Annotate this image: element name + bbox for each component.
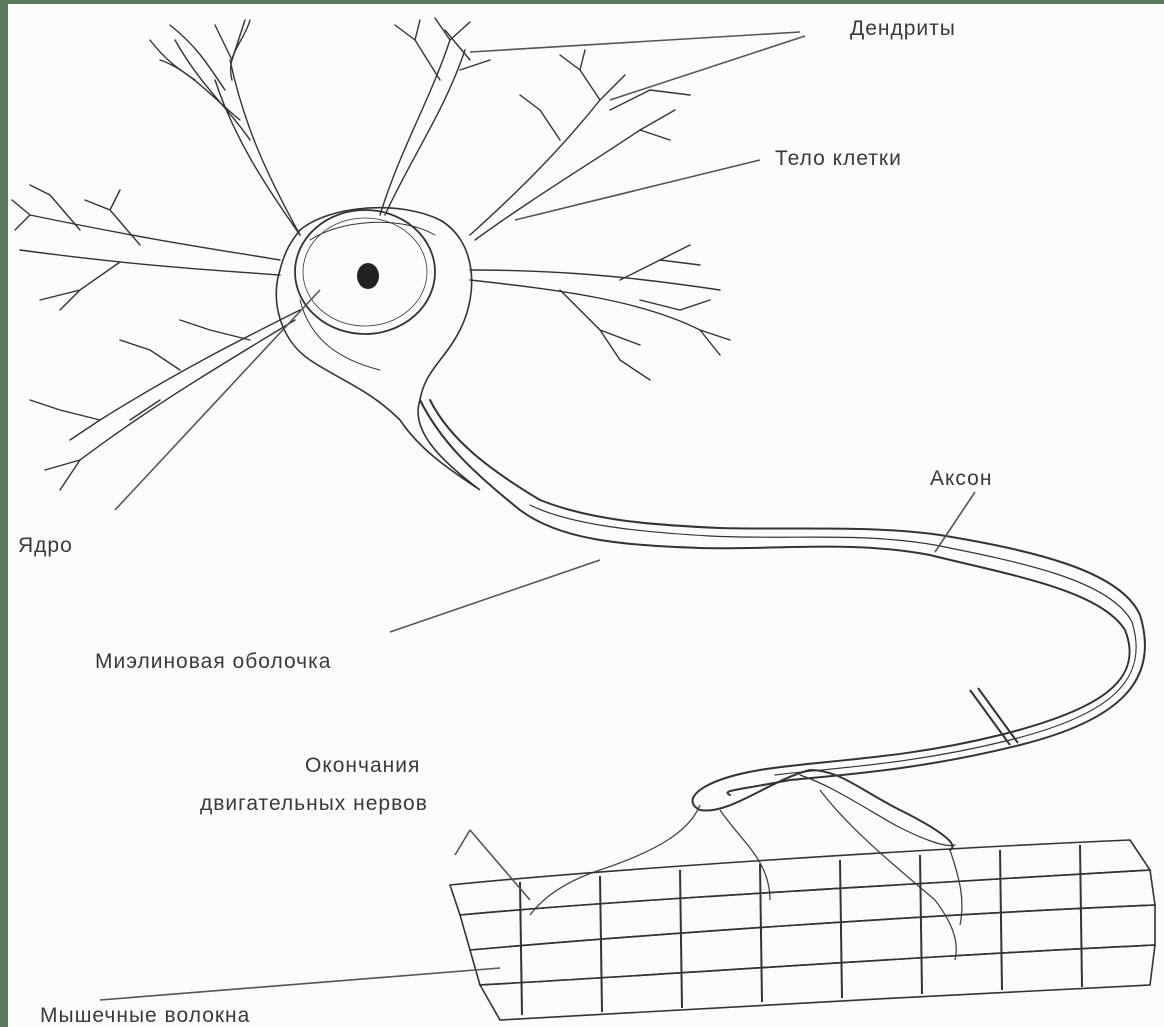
dendrites-drawing [12,18,730,490]
label-motor-endings-line2: двигательных нервов [200,792,428,815]
label-motor-endings-line1: Окончания [305,754,420,777]
label-muscle-fibers: Мышечные волокна [40,1004,250,1027]
label-cell-body: Тело клетки [775,147,902,170]
label-dendrites: Дендриты [850,17,956,40]
label-myelin-sheath: Миэлиновая оболочка [95,650,331,673]
nucleolus [357,263,379,289]
label-axon: Аксон [930,467,992,490]
muscle-fibers-drawing [450,840,1155,1020]
cell-body-drawing [276,208,480,490]
label-nucleus: Ядро [18,534,73,557]
